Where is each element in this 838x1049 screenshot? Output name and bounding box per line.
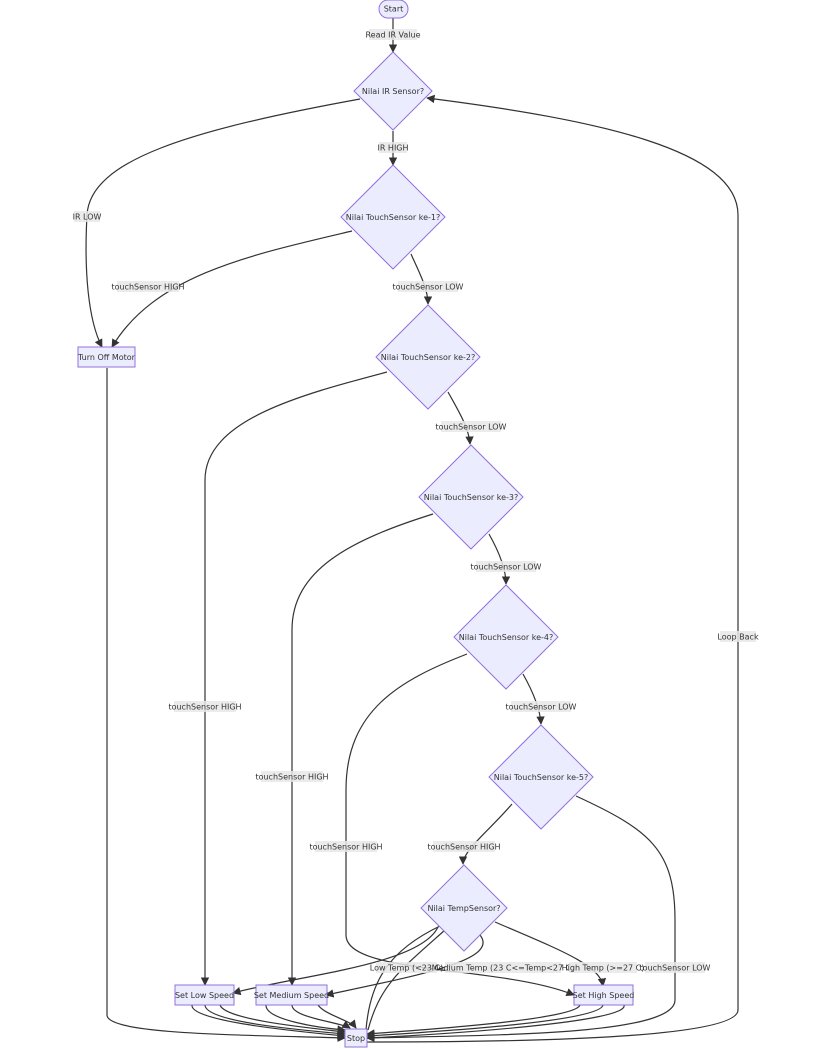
svg-text:Read IR Value: Read IR Value bbox=[365, 31, 420, 40]
label-t3-high: touchSensor HIGH bbox=[255, 771, 329, 782]
edges bbox=[85, 18, 739, 1043]
edge-temp-stop-2 bbox=[367, 929, 446, 1031]
svg-text:Loop Back: Loop Back bbox=[717, 633, 759, 642]
edge-loop-back bbox=[366, 94, 739, 1043]
edge-off-stop bbox=[106, 368, 346, 1042]
svg-text:Nilai TouchSensor ke-3?: Nilai TouchSensor ke-3? bbox=[424, 493, 519, 502]
node-touch-sensor-3-decision[interactable]: Nilai TouchSensor ke-3? bbox=[418, 444, 524, 550]
edge-high-stop-1 bbox=[366, 1004, 581, 1038]
label-temp-low: Low Temp (<23 C) bbox=[370, 962, 443, 973]
edge-med-stop-3 bbox=[317, 1004, 357, 1029]
edge-t5-high bbox=[458, 803, 513, 865]
node-start[interactable]: Start bbox=[378, 0, 409, 19]
label-ir-high: IR HIGH bbox=[377, 142, 409, 153]
edge-high-stop-3 bbox=[366, 1004, 625, 1042]
edge-ir-low bbox=[85, 98, 361, 348]
label-t5-high: touchSensor HIGH bbox=[427, 841, 501, 852]
node-touch-sensor-4-decision[interactable]: Nilai TouchSensor ke-4? bbox=[453, 584, 559, 690]
label-t4-low: touchSensor LOW bbox=[506, 701, 577, 712]
svg-text:touchSensor LOW: touchSensor LOW bbox=[436, 423, 507, 432]
edge-med-stop-2 bbox=[291, 1004, 351, 1029]
svg-text:touchSensor HIGH: touchSensor HIGH bbox=[427, 843, 500, 852]
node-turn-off-motor[interactable]: Turn Off Motor bbox=[77, 346, 136, 368]
label-temp-med: Medium Temp (23 C<=Temp<27 C) bbox=[432, 962, 575, 973]
edge-t3-high bbox=[287, 513, 434, 986]
label-temp-high: High Temp (>=27 C) bbox=[562, 962, 645, 973]
svg-text:Turn Off Motor: Turn Off Motor bbox=[77, 353, 136, 362]
edge-t3-low bbox=[488, 533, 511, 585]
svg-text:Stop: Stop bbox=[347, 1034, 365, 1043]
edge-med-stop-1 bbox=[265, 1004, 346, 1034]
label-ir-low: IR LOW bbox=[73, 211, 102, 222]
edge-labels: Read IR Value IR HIGH IR LOW touchSensor… bbox=[73, 29, 759, 973]
label-start-ir: Read IR Value bbox=[365, 29, 421, 40]
label-t5-low: touchSensor LOW bbox=[640, 962, 711, 973]
node-stop[interactable]: Stop bbox=[344, 1028, 368, 1048]
svg-text:touchSensor LOW: touchSensor LOW bbox=[471, 563, 542, 572]
svg-text:High Temp (>=27 C): High Temp (>=27 C) bbox=[562, 964, 645, 973]
svg-text:IR LOW: IR LOW bbox=[73, 213, 102, 222]
node-touch-sensor-1-decision[interactable]: Nilai TouchSensor ke-1? bbox=[340, 164, 446, 270]
svg-text:touchSensor HIGH: touchSensor HIGH bbox=[309, 843, 382, 852]
svg-text:touchSensor LOW: touchSensor LOW bbox=[640, 964, 711, 973]
label-t2-high: touchSensor HIGH bbox=[168, 701, 242, 712]
node-set-high-speed[interactable]: Set High Speed bbox=[573, 984, 635, 1006]
label-t1-high: touchSensor HIGH bbox=[111, 281, 185, 292]
svg-text:touchSensor HIGH: touchSensor HIGH bbox=[168, 703, 241, 712]
label-loop-back: Loop Back bbox=[717, 631, 759, 642]
node-touch-sensor-5-decision[interactable]: Nilai TouchSensor ke-5? bbox=[488, 724, 594, 830]
edge-temp-low bbox=[232, 926, 439, 996]
edge-t4-high bbox=[345, 653, 575, 997]
label-t4-high: touchSensor HIGH bbox=[309, 841, 383, 852]
edge-temp-high bbox=[494, 921, 607, 987]
svg-text:touchSensor LOW: touchSensor LOW bbox=[506, 703, 577, 712]
svg-text:Nilai TouchSensor ke-5?: Nilai TouchSensor ke-5? bbox=[494, 773, 589, 782]
node-ir-sensor-decision[interactable]: Nilai IR Sensor? bbox=[353, 51, 433, 131]
node-temp-sensor-decision[interactable]: Nilai TempSensor? bbox=[420, 864, 508, 952]
edge-t2-low bbox=[447, 391, 474, 445]
edge-t1-low bbox=[410, 253, 433, 305]
edge-high-stop-2 bbox=[366, 1004, 604, 1040]
svg-text:Nilai TouchSensor ke-4?: Nilai TouchSensor ke-4? bbox=[459, 633, 554, 642]
svg-text:Set High Speed: Set High Speed bbox=[573, 991, 635, 1000]
nodes: Start Nilai IR Sensor? Nilai TouchSensor… bbox=[77, 0, 635, 1048]
svg-text:IR HIGH: IR HIGH bbox=[377, 144, 408, 153]
label-t3-low: touchSensor LOW bbox=[471, 561, 542, 572]
edge-low-stop-3 bbox=[219, 1004, 346, 1036]
svg-text:Nilai TouchSensor ke-2?: Nilai TouchSensor ke-2? bbox=[381, 353, 476, 362]
edge-t5-low bbox=[366, 795, 676, 1043]
svg-text:Nilai TouchSensor ke-1?: Nilai TouchSensor ke-1? bbox=[346, 213, 441, 222]
edge-low-stop-1 bbox=[191, 1004, 346, 1040]
edge-low-stop-2 bbox=[204, 1004, 346, 1038]
svg-text:Low Temp (<23 C): Low Temp (<23 C) bbox=[370, 964, 443, 973]
svg-text:Nilai TempSensor?: Nilai TempSensor? bbox=[427, 904, 500, 913]
svg-text:touchSensor HIGH: touchSensor HIGH bbox=[255, 773, 328, 782]
svg-text:Set Low Speed: Set Low Speed bbox=[175, 991, 234, 1000]
svg-text:touchSensor LOW: touchSensor LOW bbox=[393, 283, 464, 292]
svg-text:Start: Start bbox=[384, 5, 404, 14]
edge-t2-high bbox=[200, 371, 388, 986]
label-t2-low: touchSensor LOW bbox=[436, 421, 507, 432]
node-touch-sensor-2-decision[interactable]: Nilai TouchSensor ke-2? bbox=[375, 304, 481, 410]
node-set-low-speed[interactable]: Set Low Speed bbox=[174, 984, 235, 1006]
svg-text:Medium Temp (23 C<=Temp<27 C): Medium Temp (23 C<=Temp<27 C) bbox=[432, 964, 575, 973]
node-set-medium-speed[interactable]: Set Medium Speed bbox=[254, 984, 329, 1006]
edge-t1-high bbox=[111, 230, 353, 348]
edge-t4-low bbox=[522, 673, 545, 725]
label-t1-low: touchSensor LOW bbox=[393, 281, 464, 292]
svg-text:touchSensor HIGH: touchSensor HIGH bbox=[111, 283, 184, 292]
svg-text:Nilai IR Sensor?: Nilai IR Sensor? bbox=[362, 87, 424, 96]
svg-text:Set Medium Speed: Set Medium Speed bbox=[254, 991, 329, 1000]
